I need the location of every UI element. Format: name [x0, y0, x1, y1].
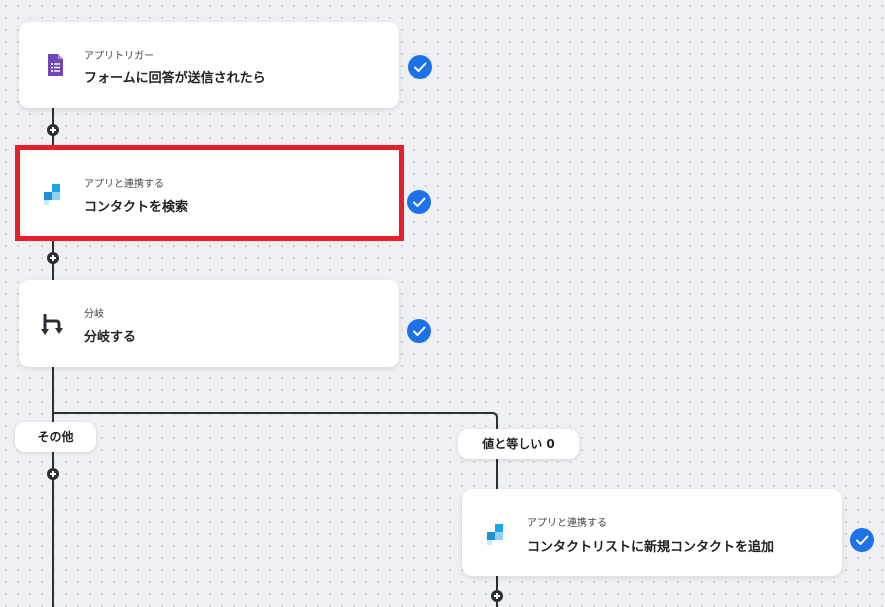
branch-label-other[interactable]: その他: [15, 422, 96, 452]
step-kicker: 分岐: [84, 309, 104, 320]
step-kicker: アプリと連携する: [84, 179, 164, 190]
step-complete-check-icon: [407, 319, 431, 343]
step-title: 分岐する: [84, 330, 137, 345]
step-complete-check-icon: [850, 528, 874, 552]
google-forms-icon: [48, 54, 63, 76]
pixel-blocks-app-icon: [44, 184, 60, 205]
pixel-blocks-app-icon: [487, 524, 503, 545]
add-step-button[interactable]: [47, 124, 59, 136]
step-title: フォームに回答が送信されたら: [84, 71, 266, 86]
branch-icon: [41, 314, 63, 335]
step-card-form-trigger[interactable]: アプリトリガー フォームに回答が送信されたら: [19, 22, 399, 108]
step-card-add-contact-to-list[interactable]: アプリと連携する コンタクトリストに新規コンタクトを追加: [462, 489, 842, 576]
step-title: コンタクトリストに新規コンタクトを追加: [527, 540, 775, 555]
step-kicker: アプリと連携する: [527, 518, 607, 529]
add-step-button[interactable]: [491, 590, 503, 602]
step-complete-check-icon: [407, 190, 431, 214]
branch-label-equals-zero[interactable]: 値と等しい 0: [458, 429, 579, 459]
add-step-button[interactable]: [47, 468, 59, 480]
add-step-button[interactable]: [47, 252, 59, 264]
step-card-search-contact[interactable]: アプリと連携する コンタクトを検索: [19, 149, 399, 237]
step-card-branch[interactable]: 分岐 分岐する: [19, 280, 399, 367]
step-title: コンタクトを検索: [84, 200, 189, 215]
step-kicker: アプリトリガー: [84, 51, 154, 62]
highlight-box: [15, 145, 404, 241]
step-complete-check-icon: [408, 55, 432, 79]
